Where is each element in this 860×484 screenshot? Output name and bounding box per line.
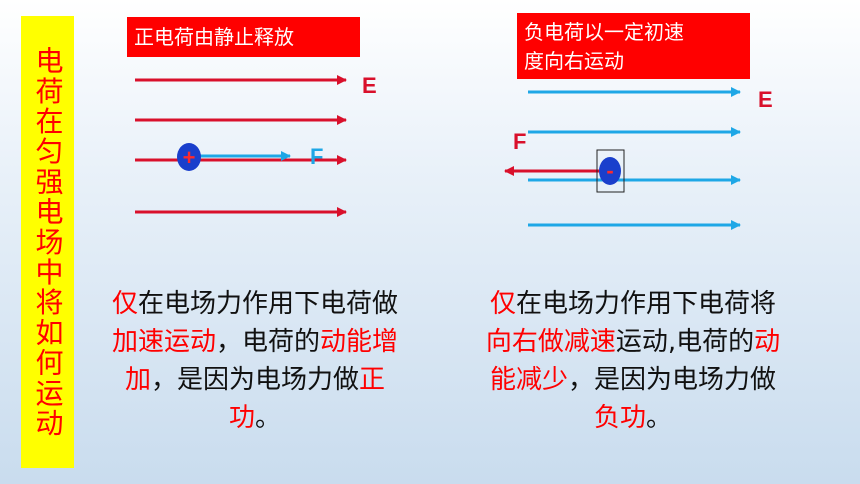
side-title: 电荷在匀强电场中将如何运动 (21, 16, 74, 468)
left-para-p1: 仅 (111, 289, 138, 319)
left-explanation: 仅在电场力作用下电荷做加速运动，电荷的动能增加，是因为电场力做正功。 (105, 285, 405, 437)
right-para-p5: 动能减少 (489, 327, 781, 395)
left-para-p7: 正功 (228, 365, 386, 433)
right-para-p8: 。 (646, 403, 673, 433)
left-para-p6: ，是因为电场力做 (150, 365, 359, 395)
positive-charge-icon (177, 143, 201, 171)
right-para-p2: 在电场力作用下电荷将 (516, 289, 777, 319)
right-para-p3: 向右做减速 (485, 327, 616, 357)
right-label-line1: 负电荷以一定初速 (524, 20, 684, 44)
right-para-p7: 负功 (593, 403, 646, 433)
left-para-p8: 。 (255, 403, 282, 433)
left-scenario-label: 正电荷由静止释放 (127, 17, 360, 57)
side-title-text: 电荷在匀强电场中将如何运动 (31, 45, 65, 439)
left-para-p4: ，电荷的 (215, 327, 320, 357)
right-para-p6: ，是因为电场力做 (568, 365, 777, 395)
negative-charge-frame (596, 149, 625, 193)
left-para-p3: 加速运动 (111, 327, 216, 357)
right-force-label: F (513, 129, 527, 154)
right-para-p1: 仅 (489, 289, 516, 319)
right-label-line2: 度向右运动 (524, 49, 624, 73)
negative-charge-sign: - (606, 158, 613, 183)
left-para-p5: 动能增加 (124, 327, 399, 395)
right-explanation: 仅在电场力作用下电荷将向右做减速运动,电荷的动能减少，是因为电场力做负功。 (478, 285, 788, 437)
positive-charge-sign: + (183, 145, 196, 170)
negative-charge-icon (599, 157, 621, 185)
right-field-label: E (758, 87, 773, 112)
right-para-p4: 运动,电荷的 (615, 327, 755, 357)
left-para-p2: 在电场力作用下电荷做 (138, 289, 399, 319)
left-field-label: E (362, 73, 377, 98)
left-force-label: F (310, 144, 324, 169)
right-scenario-label: 负电荷以一定初速 度向右运动 (517, 13, 750, 79)
